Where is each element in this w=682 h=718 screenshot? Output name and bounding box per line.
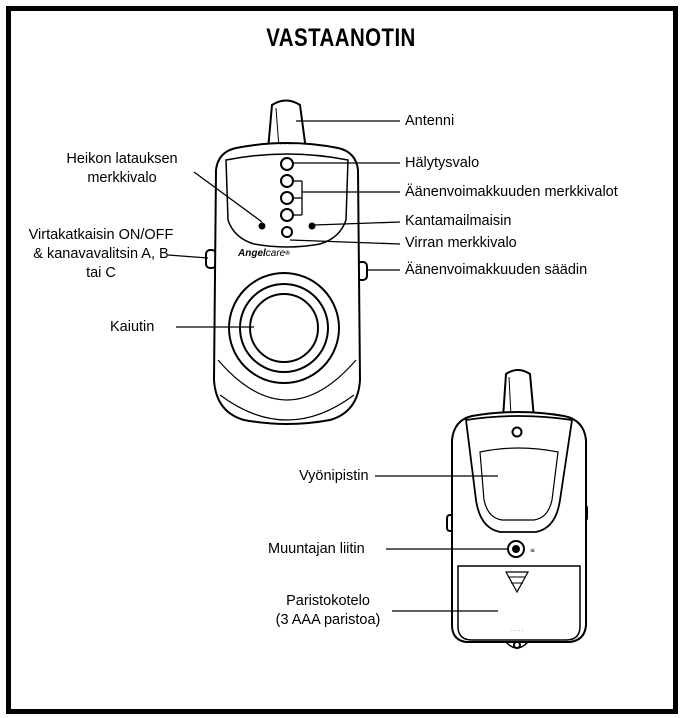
battery-cover bbox=[457, 565, 581, 641]
label-adapter-jack: Muuntajan liitin bbox=[268, 541, 365, 557]
label-battery-cover: Paristokotelo (3 AAA paristoa) bbox=[268, 592, 388, 630]
front-antenna bbox=[266, 99, 308, 151]
label-base-indicator: Kantamailmaisin bbox=[405, 213, 512, 229]
base-indicator-led bbox=[308, 222, 316, 230]
svg-text:· · · · ·: · · · · · bbox=[511, 628, 522, 633]
speaker-outer bbox=[228, 272, 340, 384]
front-top-panel bbox=[225, 153, 349, 248]
low-battery-led bbox=[258, 222, 266, 230]
back-body bbox=[451, 411, 587, 643]
label-speaker: Kaiutin bbox=[110, 319, 155, 335]
label-low-battery: Heikon latauksen merkkivalo bbox=[42, 150, 202, 188]
label-battery-cover-line2: (3 AAA paristoa) bbox=[275, 612, 381, 628]
back-antenna bbox=[501, 369, 536, 419]
leader-lines bbox=[167, 120, 508, 612]
label-low-battery-line1: Heikon latauksen bbox=[66, 151, 178, 167]
svg-text:≡: ≡ bbox=[530, 547, 535, 554]
leader-low-battery bbox=[193, 171, 263, 223]
label-low-battery-line2: merkkivalo bbox=[87, 170, 157, 186]
front-view bbox=[205, 99, 368, 425]
leader-base-indicator bbox=[313, 221, 401, 226]
leader-power-light bbox=[289, 239, 401, 245]
svg-text:· · · · · ·: · · · · · · bbox=[280, 142, 294, 147]
label-belt-clip: Vyönipistin bbox=[299, 468, 369, 484]
label-power-switch-line2: & kanavavalitsin A, B bbox=[33, 246, 169, 262]
label-alarm-light: Hälytysvalo bbox=[405, 155, 480, 171]
leader-power-switch bbox=[167, 254, 209, 259]
label-power-switch-line1: Virtakatkaisin ON/OFF bbox=[28, 227, 174, 243]
speaker-inner bbox=[249, 293, 319, 363]
label-power-switch: Virtakatkaisin ON/OFF & kanavavalitsin A… bbox=[16, 226, 186, 283]
label-power-light: Virran merkkivalo bbox=[405, 235, 517, 251]
device-brand: Angelcare® bbox=[238, 248, 290, 259]
label-power-switch-line3: tai C bbox=[86, 265, 116, 281]
label-volume-control: Äänenvoimakkuuden säädin bbox=[405, 262, 588, 278]
label-volume-lights: Äänenvoimakkuuden merkkivalot bbox=[405, 184, 618, 200]
belt-clip bbox=[464, 415, 574, 533]
label-antenna: Antenni bbox=[405, 113, 455, 129]
diagram-title: VASTAANOTIN bbox=[266, 24, 416, 52]
back-view bbox=[446, 369, 588, 649]
alarm-light-led bbox=[280, 157, 294, 171]
power-light-led bbox=[281, 226, 293, 238]
label-battery-cover-line1: Paristokotelo bbox=[286, 593, 370, 609]
